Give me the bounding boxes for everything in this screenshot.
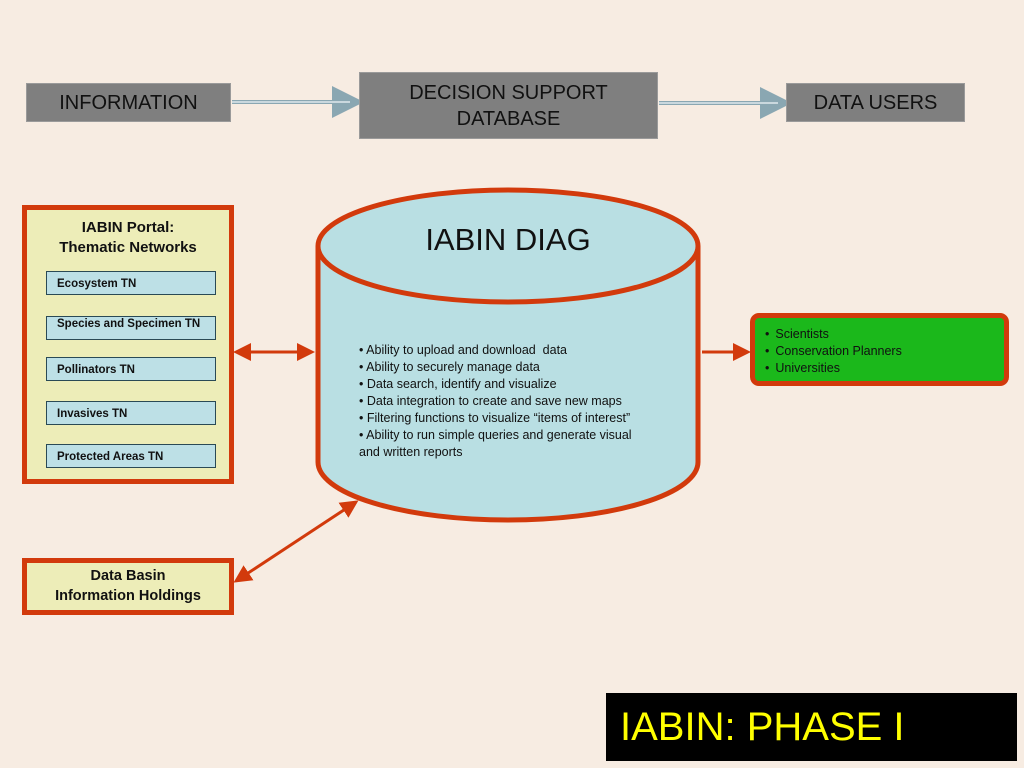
information-label: INFORMATION xyxy=(59,91,198,114)
network-label: Species and Specimen TN xyxy=(57,318,201,330)
data-users-label: DATA USERS xyxy=(813,91,938,114)
phase-label: IABIN: PHASE I xyxy=(606,693,1017,761)
network-protected-areas: Protected Areas TN xyxy=(46,444,216,468)
capability-item: • Filtering functions to visualize “item… xyxy=(359,411,631,425)
network-ecosystem: Ecosystem TN xyxy=(46,271,216,295)
data-basin-panel: Data Basin Information Holdings xyxy=(22,558,234,615)
diag-capabilities: • Ability to upload and download data • … xyxy=(359,342,689,461)
decision-support-box: DECISION SUPPORT DATABASE xyxy=(359,72,658,139)
network-label: Invasives TN xyxy=(57,408,128,420)
arrow-databasin-diag xyxy=(233,500,359,583)
diag-cylinder xyxy=(315,187,701,523)
capability-item: • Ability to securely manage data xyxy=(359,360,540,374)
user-item: Scientists xyxy=(765,326,1004,343)
user-item: Conservation Planners xyxy=(765,343,1004,360)
network-invasives: Invasives TN xyxy=(46,401,216,425)
capability-item: • Data integration to create and save ne… xyxy=(359,394,622,408)
network-pollinators: Pollinators TN xyxy=(46,357,216,381)
capability-item: • Ability to upload and download data xyxy=(359,343,568,357)
users-list: Scientists Conservation Planners Univers… xyxy=(765,326,1004,377)
network-label: Ecosystem TN xyxy=(57,278,137,290)
information-box: INFORMATION xyxy=(26,83,231,122)
decision-support-line1: DECISION SUPPORT xyxy=(409,81,608,104)
portal-title: IABIN Portal: Thematic Networks xyxy=(27,218,229,259)
capability-item: and written reports xyxy=(359,445,463,459)
network-species-specimen: Species and Specimen TN xyxy=(46,316,216,340)
portal-title-line2: Thematic Networks xyxy=(59,239,197,257)
diag-title: IABIN DIAG xyxy=(425,222,591,257)
data-users-box: DATA USERS xyxy=(786,83,965,122)
network-label: Protected Areas TN xyxy=(57,451,164,463)
data-basin-line2: Information Holdings xyxy=(55,587,201,604)
portal-title-line1: IABIN Portal: xyxy=(81,219,175,236)
capability-item: • Data search, identify and visualize xyxy=(359,377,557,391)
capability-item: • Ability to run simple queries and gene… xyxy=(359,428,632,442)
users-box: Scientists Conservation Planners Univers… xyxy=(750,313,1009,386)
network-label: Pollinators TN xyxy=(57,364,135,376)
data-basin-title: Data Basin Information Holdings xyxy=(55,567,201,606)
user-item: Universities xyxy=(765,360,1004,377)
data-basin-line1: Data Basin xyxy=(90,567,166,584)
portal-panel: IABIN Portal: Thematic Networks Ecosyste… xyxy=(22,205,234,484)
decision-support-line2: DATABASE xyxy=(456,107,561,130)
